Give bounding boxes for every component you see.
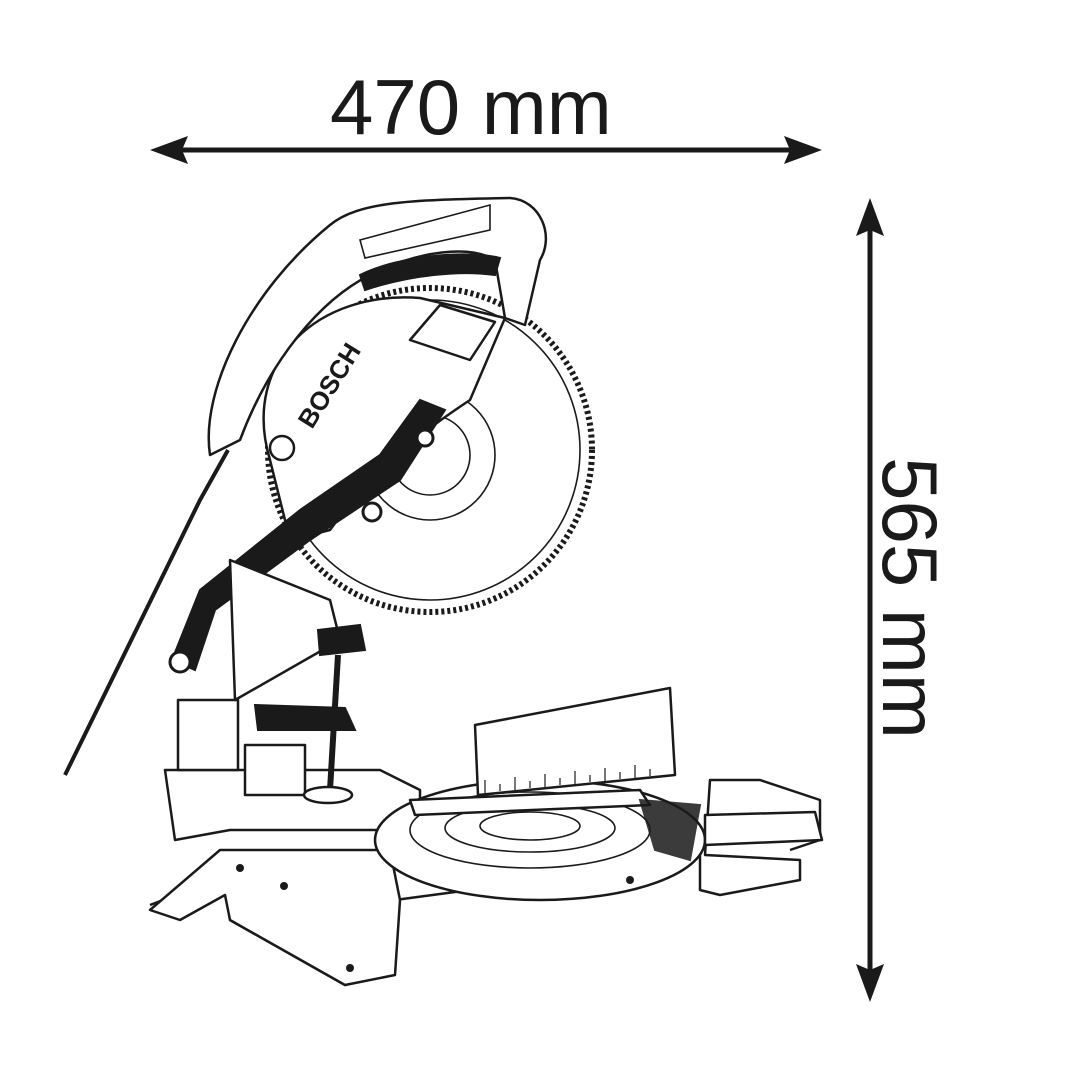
saw-arm	[168, 398, 447, 702]
turntable	[373, 778, 707, 902]
height-dimension-label: 565 mm	[866, 457, 954, 739]
height-dimension-arrow	[856, 198, 884, 1002]
side-support	[703, 810, 824, 847]
power-cord	[63, 449, 230, 776]
workpiece-clamp	[253, 623, 367, 805]
fence	[473, 686, 677, 797]
width-dimension-label: 470 mm	[330, 63, 612, 151]
mounting-holes	[236, 864, 634, 972]
width-dimension-arrow	[150, 136, 822, 164]
blade-guard	[207, 196, 548, 542]
